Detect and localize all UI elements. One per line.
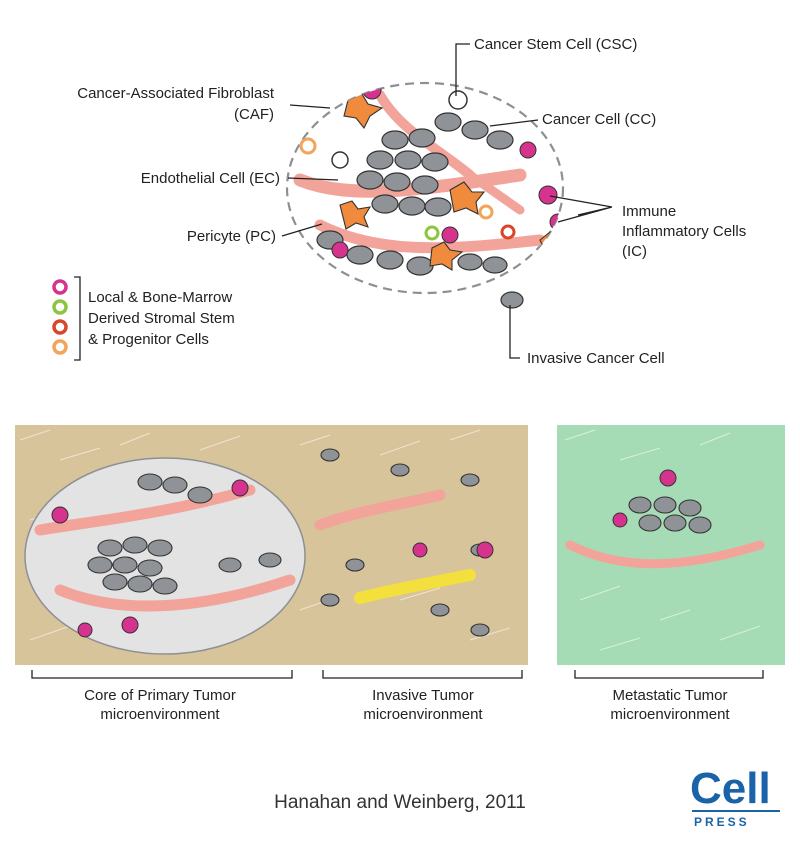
label-immune-line2: Inflammatory Cells <box>622 223 746 240</box>
legend-line2: Derived Stromal Stem <box>88 310 235 327</box>
caption-invasive-line1: Invasive Tumor <box>372 687 474 704</box>
logo-word: Cell <box>690 764 771 813</box>
legend-red-progenitor-icon <box>52 319 68 335</box>
blood-vessel <box>314 219 546 254</box>
immune-cells <box>412 541 494 559</box>
tumor-interior <box>293 83 563 285</box>
legend-orange-progenitor-icon <box>52 339 68 355</box>
legend-green-progenitor-icon <box>52 299 68 315</box>
stromal-legend: Local & Bone-Marrow Derived Stromal Stem… <box>52 276 235 361</box>
legend-bracket <box>74 276 81 361</box>
legend-magenta-progenitor-icon <box>52 279 68 295</box>
citation: Hanahan and Weinberg, 2011 <box>274 792 526 813</box>
caption-invasive-line2: microenvironment <box>363 706 483 723</box>
lymphatic-vessel <box>354 569 476 604</box>
label-immune-line1: Immune <box>622 203 676 220</box>
logo-press: PRESS <box>694 815 750 829</box>
caption-metastatic-line2: microenvironment <box>610 706 730 723</box>
immune-cells <box>51 479 249 638</box>
metastatic-cancer-cells <box>628 496 712 534</box>
legend-line1: Local & Bone-Marrow <box>88 289 232 306</box>
blood-vessel <box>54 574 296 612</box>
blood-vessel <box>34 484 256 536</box>
label-caf-line2: (CAF) <box>234 106 274 123</box>
panel-captions: Core of Primary Tumor microenvironment I… <box>84 687 730 723</box>
primary-and-invasive-panel <box>15 425 528 665</box>
diagram-labels: Cancer Stem Cell (CSC) Cancer-Associated… <box>77 36 746 367</box>
metastatic-panel <box>557 425 785 665</box>
panel-brackets <box>31 670 764 679</box>
blood-vessel <box>565 540 765 569</box>
stromal-progenitor-cell <box>478 204 494 220</box>
label-invasive-cancer-cell: Invasive Cancer Cell <box>527 350 665 367</box>
label-cancer-cell: Cancer Cell (CC) <box>542 111 656 128</box>
label-endothelial-cell: Endothelial Cell (EC) <box>141 170 280 187</box>
immune-cells <box>612 469 677 528</box>
caption-core-line2: microenvironment <box>100 706 220 723</box>
cancer-stem-cell <box>448 90 468 110</box>
blood-vessel <box>465 170 525 215</box>
cancer-cell-cluster <box>87 473 282 595</box>
cell-press-logo: Cell PRESS <box>690 764 780 829</box>
invasive-cancer-cells <box>320 448 490 637</box>
label-caf-line1: Cancer-Associated Fibroblast <box>77 85 275 102</box>
stromal-progenitor-cell <box>500 224 516 240</box>
cancer-stem-cell <box>331 151 349 169</box>
leader-lines <box>281 43 613 359</box>
label-immune-line3: (IC) <box>622 243 647 260</box>
stromal-progenitor-cell <box>299 137 317 155</box>
stroma-texture <box>564 429 761 651</box>
blood-vessel <box>314 489 446 531</box>
stromal-progenitor-cell <box>424 225 440 241</box>
logo-rule <box>692 810 780 812</box>
invasive-cancer-cell <box>500 291 524 309</box>
cancer-cell-cluster <box>316 112 514 276</box>
caption-core-line1: Core of Primary Tumor <box>84 687 236 704</box>
label-cancer-stem-cell: Cancer Stem Cell (CSC) <box>474 36 637 53</box>
legend-line3: & Progenitor Cells <box>88 331 209 348</box>
stromal-progenitor-cell <box>512 268 528 284</box>
label-pericyte: Pericyte (PC) <box>187 228 276 245</box>
tumor-schematic <box>285 81 565 309</box>
caption-metastatic-line1: Metastatic Tumor <box>612 687 727 704</box>
